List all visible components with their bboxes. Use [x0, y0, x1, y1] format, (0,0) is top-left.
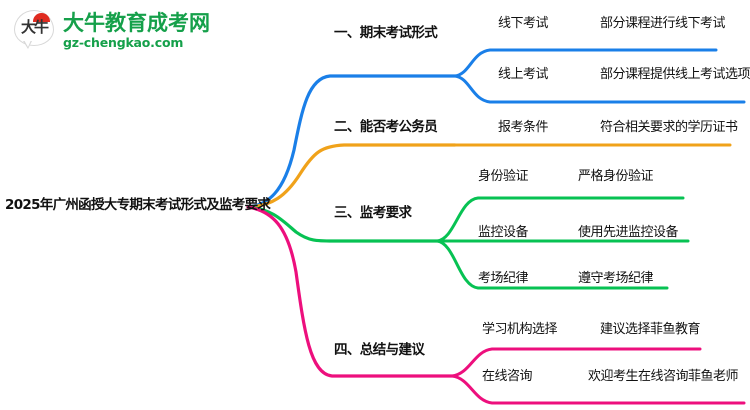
- child-detail-1-1[interactable]: 部分课程进行线下考试: [600, 16, 726, 31]
- child-label-4-1[interactable]: 学习机构选择: [482, 322, 558, 337]
- link-branch-3-child-1: [435, 196, 685, 243]
- child-label-4-2[interactable]: 在线咨询: [482, 369, 533, 384]
- bubble-tail-inner: [24, 40, 31, 47]
- child-label-1-2[interactable]: 线上考试: [498, 67, 549, 82]
- child-detail-2-1[interactable]: 符合相关要求的学历证书: [600, 120, 738, 135]
- child-detail-3-2[interactable]: 使用先进监控设备: [578, 225, 679, 240]
- child-detail-4-1[interactable]: 建议选择菲鱼教育: [600, 322, 701, 337]
- child-label-1-1[interactable]: 线下考试: [498, 16, 549, 31]
- child-label-3-3[interactable]: 考场纪律: [478, 271, 529, 286]
- branch-label-2[interactable]: 二、能否考公务员: [334, 119, 438, 135]
- mindmap-root-label[interactable]: 2025年广州函授大专期末考试形式及监考要求: [5, 197, 271, 213]
- logo-brand-url: gz-chengkao.com: [63, 34, 184, 50]
- link-branch-1-child-1: [453, 48, 718, 78]
- red-sun-icon: [33, 13, 50, 22]
- link-root-branch-1: [246, 74, 457, 209]
- child-label-3-1[interactable]: 身份验证: [478, 169, 529, 184]
- link-root-branch-2: [246, 143, 457, 209]
- link-root-branch-3: [246, 205, 439, 243]
- link-branch-4-child-1: [450, 347, 702, 378]
- logo-mark-glyph: 大牛: [20, 18, 49, 36]
- logo-brand-name: 大牛教育成考网: [63, 10, 210, 35]
- link-branch-4-child-2: [450, 374, 746, 405]
- child-detail-1-2[interactable]: 部分课程提供线上考试选项: [600, 67, 750, 82]
- child-detail-3-3[interactable]: 遵守考场纪律: [578, 271, 654, 286]
- link-branch-3-child-3: [435, 239, 669, 290]
- branch-label-1[interactable]: 一、期末考试形式: [334, 25, 438, 41]
- child-detail-3-1[interactable]: 严格身份验证: [578, 169, 654, 184]
- child-label-2-1[interactable]: 报考条件: [498, 120, 549, 135]
- child-detail-4-2[interactable]: 欢迎考生在线咨询菲鱼老师: [588, 369, 739, 384]
- logo-text-block: 大牛教育成考网 gz-chengkao.com: [63, 11, 210, 50]
- link-root-branch-4: [246, 205, 454, 378]
- logo-speech-bubble-icon: 大牛: [14, 9, 56, 51]
- site-logo: 大牛 大牛教育成考网 gz-chengkao.com: [14, 6, 229, 54]
- link-branch-1-child-2: [453, 74, 746, 104]
- branch-label-3[interactable]: 三、监考要求: [334, 205, 412, 221]
- branch-label-4[interactable]: 四、总结与建议: [334, 342, 425, 358]
- child-label-3-2[interactable]: 监控设备: [478, 225, 529, 240]
